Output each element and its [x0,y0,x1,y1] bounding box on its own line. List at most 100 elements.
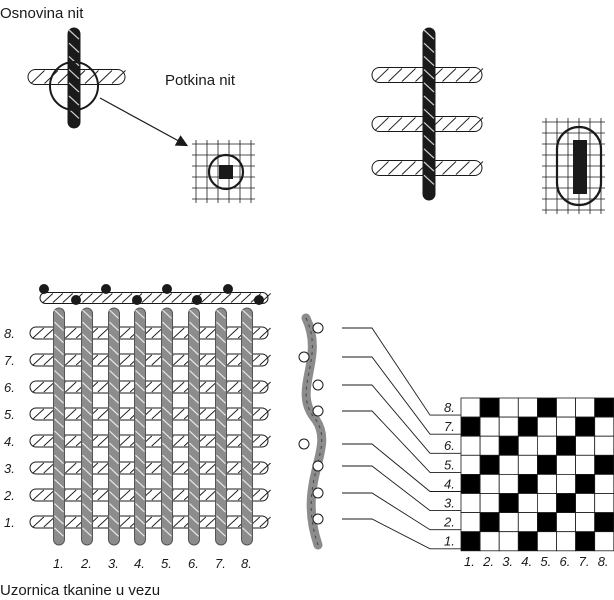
leader-line [342,384,461,454]
pattern-row-label: 5. [444,457,455,472]
warp-col-2 [81,307,93,546]
pattern-cell [479,493,500,514]
warp-thread-label: Osnovina nit [0,5,84,22]
grid-lines [542,118,605,214]
cross-section [298,313,327,550]
pattern-cell [594,416,614,437]
float-grid [542,118,605,214]
leader-line [342,327,461,416]
cell-circle [207,153,245,191]
pattern-col-label: 2. [482,554,494,569]
pattern-cell [498,397,519,418]
pattern-cell [575,435,596,456]
warp-col-8 [241,307,253,546]
pattern-cell [537,512,557,533]
fabric-row-label: 1. [4,515,15,530]
pattern-cell [517,531,538,552]
pattern-cell [460,512,481,533]
leader-line [342,518,461,550]
pattern-cell [594,454,614,475]
warp-rope [67,27,81,129]
weft-row-1 [29,515,271,529]
weft-row-6 [29,380,271,394]
warp-dot [71,295,81,305]
pattern-cell [460,454,481,475]
pattern-cell [479,397,500,418]
pattern-cell [594,473,614,494]
pattern-row-label: 3. [444,496,455,511]
pattern-cell [498,493,519,514]
pattern-cell [556,454,577,475]
pattern-cell [479,512,500,533]
weft-section-dot [312,379,324,391]
pattern-cell [575,493,596,514]
pattern-cell [575,531,596,552]
fabric-col-label: 2. [80,556,92,571]
weft-section-dot [298,438,310,450]
weft-row-7 [29,353,271,367]
weft-thread-label: Potkina nit [165,72,236,89]
fabric-row-label: 4. [4,434,15,449]
leader-line [342,465,461,512]
pattern-col-label: 7. [579,554,590,569]
pattern-cell [498,512,519,533]
pattern-col-label: 4. [521,554,532,569]
fabric-row-label: 7. [4,353,15,368]
pattern-cell [556,416,577,437]
weft-section-dot [298,351,310,363]
warp-profile [301,313,327,550]
warp-dot [162,284,172,294]
pattern-col-label: 8. [598,554,609,569]
pattern-cell [556,435,577,456]
pattern-cell [575,512,596,533]
fabric-col-label: 7. [215,556,226,571]
pattern-cell [460,397,481,418]
pattern-cell [479,473,500,494]
warp-thread-top-right [422,27,436,201]
pattern-cell [517,473,538,494]
pattern-cell [575,473,596,494]
pointer-arrow [99,97,189,147]
pattern-cell [479,454,500,475]
top-weft-rope [39,292,272,304]
pattern-cell [460,493,481,514]
fabric-row-label: 8. [4,326,15,341]
fabric-col-label: 3. [108,556,119,571]
pattern-cell [556,512,577,533]
pattern-cell [498,435,519,456]
fabric-row-label: 5. [4,407,15,422]
pattern-cell [498,416,519,437]
warp-col-4 [134,307,146,546]
interlace-highlight-circle [49,61,99,111]
pattern-cell [537,416,557,437]
pattern-cell [594,512,614,533]
pattern-cell [594,435,614,456]
pattern-row-label: 6. [444,438,455,453]
weft-section-dot [312,405,324,417]
warp-dot [132,295,142,305]
pattern-row-label: 1. [444,534,455,549]
pattern-cell [498,531,519,552]
pattern-cell [479,435,500,456]
pattern-cell [594,397,614,418]
warp-col-6 [188,307,200,546]
pattern-axis-labels: 8.7.6.5.4.3.2.1.1.2.3.4.5.6.7.8. [443,400,609,569]
weft-section-dot [312,513,324,525]
weft-row-4 [29,434,271,448]
fabric-col-label: 5. [161,556,172,571]
pattern-cell [460,473,481,494]
fabric-row-label: 2. [3,488,15,503]
weft-section-dot [312,460,324,472]
warp-dot [192,295,202,305]
pattern-cell [537,435,557,456]
leader-line [342,443,461,492]
warp-rope [422,27,436,201]
pattern-cell [537,493,557,514]
warp-dot [254,295,264,305]
pattern-cell [537,397,557,418]
fabric-row-label: 6. [4,380,15,395]
pattern-cell [594,531,614,552]
weft-row-8 [29,326,271,340]
leader-line [342,356,461,435]
